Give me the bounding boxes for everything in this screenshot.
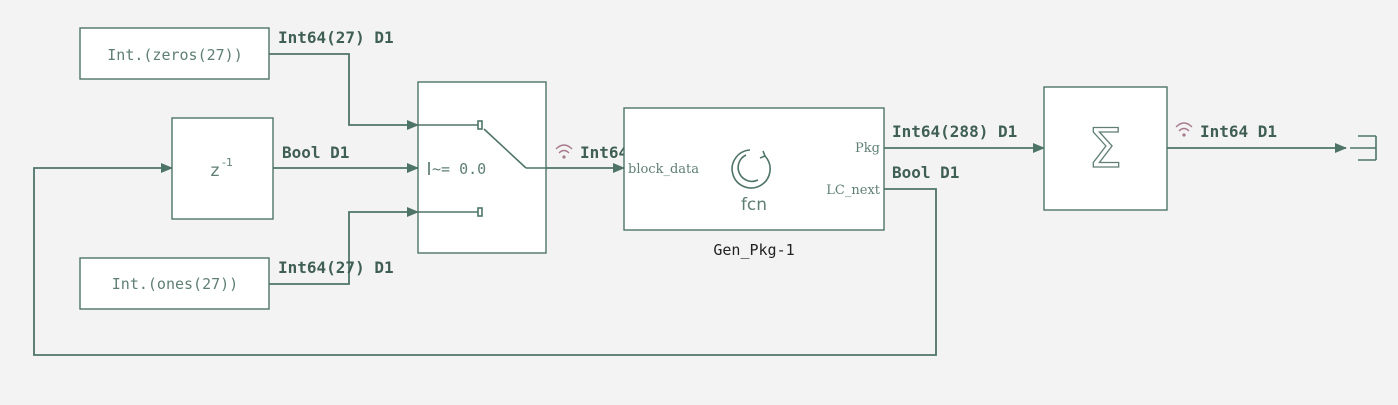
zeros-constant-label: Int.(zeros(27)) xyxy=(107,46,242,64)
ones-constant-block[interactable]: Int.(ones(27)) xyxy=(79,257,270,310)
signal-label-delay-out: Bool D1 xyxy=(282,143,349,162)
gen-pkg-output-port-pkg: Pkg xyxy=(855,141,880,156)
gen-pkg-input-port-label: block_data xyxy=(628,162,699,177)
gen-pkg-block[interactable]: fcn block_data Pkg LC_next xyxy=(623,107,885,231)
ones-constant-label: Int.(ones(27)) xyxy=(112,275,238,293)
signal-label-ones-out: Int64(27) D1 xyxy=(278,258,394,277)
switch-lever xyxy=(483,128,527,169)
signal-label-sum-out: Int64 D1 xyxy=(1200,122,1277,141)
wire-ones-to-switch[interactable] xyxy=(269,207,419,285)
wire-zeros-to-switch[interactable] xyxy=(269,53,419,130)
fcn-icon xyxy=(731,149,771,189)
gen-pkg-body-text: fcn xyxy=(741,195,767,215)
gen-pkg-output-port-lc-next: LC_next xyxy=(826,183,880,198)
signal-label-zeros-out: Int64(27) D1 xyxy=(278,28,394,47)
wifi-icon xyxy=(1175,122,1193,137)
signal-label-lc-next-out: Bool D1 xyxy=(892,163,959,182)
sum-symbol-icon: Σ xyxy=(1088,117,1122,180)
zeros-constant-block[interactable]: Int.(zeros(27)) xyxy=(79,27,270,80)
switch-contact-bottom xyxy=(477,207,483,217)
wire-lc-next-feedback[interactable] xyxy=(33,163,937,356)
switch-block[interactable]: ~= 0.0 xyxy=(417,81,547,254)
gen-pkg-block-name: Gen_Pkg-1 xyxy=(713,241,794,259)
switch-contact-top xyxy=(477,120,483,130)
signal-label-pkg-out: Int64(288) D1 xyxy=(892,122,1017,141)
unit-delay-exponent: -1 xyxy=(222,156,233,169)
unit-delay-z: z xyxy=(211,161,220,181)
terminator-icon[interactable] xyxy=(1350,135,1377,161)
wifi-icon xyxy=(555,144,573,159)
switch-criteria: ~= 0.0 xyxy=(432,160,486,178)
sum-block[interactable]: Σ xyxy=(1043,86,1168,211)
unit-delay-block[interactable]: z -1 xyxy=(171,117,274,220)
